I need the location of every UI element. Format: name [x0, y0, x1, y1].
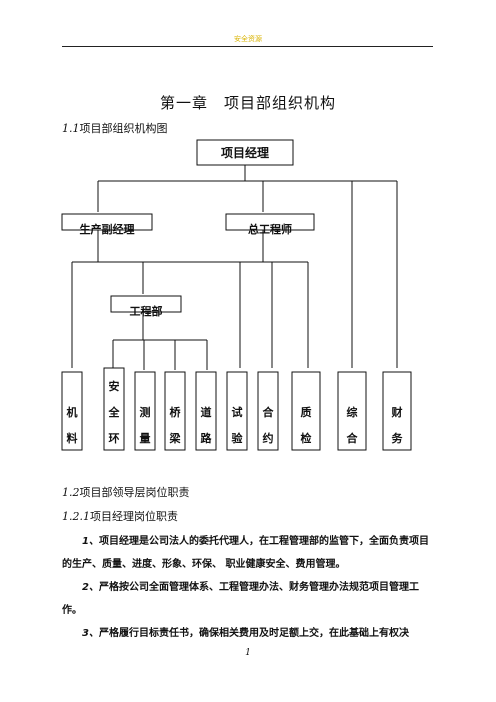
unit-box-daolu: [195, 371, 217, 451]
unit-label: 测量: [140, 405, 151, 445]
section-1-2-1-heading: 1.2.1项目经理岗位职责: [62, 508, 178, 524]
paragraph-3: 3、严格履行目标责任书，确保相关费用及时足额上交，在此基础上有权决: [62, 622, 436, 645]
paragraph-number: 3、: [82, 628, 99, 639]
paragraph-number: 2、: [82, 582, 99, 593]
unit-label: 安全环: [108, 379, 121, 445]
unit-label: 桥梁: [169, 405, 182, 445]
unit-box-jiliao: [61, 371, 83, 451]
paragraph-2: 2、严格按公司全面管理体系、工程管理办法、财务管理办法规范项目管理工作。: [62, 576, 436, 622]
chief-engineer-box: [225, 213, 315, 231]
unit-box-celiang: [134, 371, 156, 451]
paragraph-text: 项目经理是公司法人的委托代理人，在工程管理部的监管下，全面负责项目的生产、质量、…: [62, 536, 429, 570]
deputy-manager-box: [61, 213, 153, 231]
unit-label: 道路: [201, 405, 213, 445]
unit-box-anquan: [103, 367, 125, 451]
section-number: 1.2.1: [62, 510, 90, 523]
engineering-dept-label: 工程部: [130, 304, 163, 318]
unit-box-shiyan: [226, 371, 248, 451]
section-label: 项目经理岗位职责: [90, 510, 178, 523]
unit-label: 合约: [263, 405, 275, 445]
unit-box-heyue: [257, 371, 279, 451]
unit-label: 试验: [232, 405, 244, 445]
section-label: 项目部组织机构图: [79, 122, 168, 135]
section-label: 项目部领导层岗位职责: [79, 486, 190, 499]
chief-engineer-label: 总工程师: [248, 222, 292, 236]
unit-box-caiwu: [382, 371, 412, 451]
unit-label: 综合: [347, 405, 359, 445]
page-header: 安全资源: [234, 35, 262, 43]
section-number: 1.1: [62, 122, 80, 135]
unit-label: 财务: [391, 405, 404, 445]
unit-box-zhijian: [291, 371, 321, 451]
paragraph-text: 严格履行目标责任书，确保相关费用及时足额上交，在此基础上有权决: [98, 628, 409, 639]
unit-label: 机料: [67, 405, 78, 445]
unit-label: 质检: [301, 405, 312, 445]
section-number: 1.2: [62, 486, 80, 499]
deputy-manager-label: 生产副经理: [80, 222, 135, 236]
section-1-2-heading: 1.2项目部领导层岗位职责: [62, 484, 190, 500]
engineering-dept-box: [110, 295, 182, 313]
page-number: 1: [245, 648, 251, 658]
paragraph-1: 1、项目经理是公司法人的委托代理人，在工程管理部的监管下，全面负责项目的生产、质…: [62, 530, 436, 576]
section-1-1-heading: 1.1项目部组织机构图: [62, 120, 168, 136]
unit-box-qiaoliang: [164, 371, 186, 451]
paragraph-text: 严格按公司全面管理体系、工程管理办法、财务管理办法规范项目管理工作。: [62, 582, 419, 616]
unit-box-zonghe: [337, 371, 367, 451]
paragraph-number: 1、: [82, 536, 99, 547]
header-rule: [62, 46, 433, 47]
manager-label: 项目经理: [221, 145, 269, 160]
chapter-title: 第一章 项目部组织机构: [159, 94, 336, 112]
